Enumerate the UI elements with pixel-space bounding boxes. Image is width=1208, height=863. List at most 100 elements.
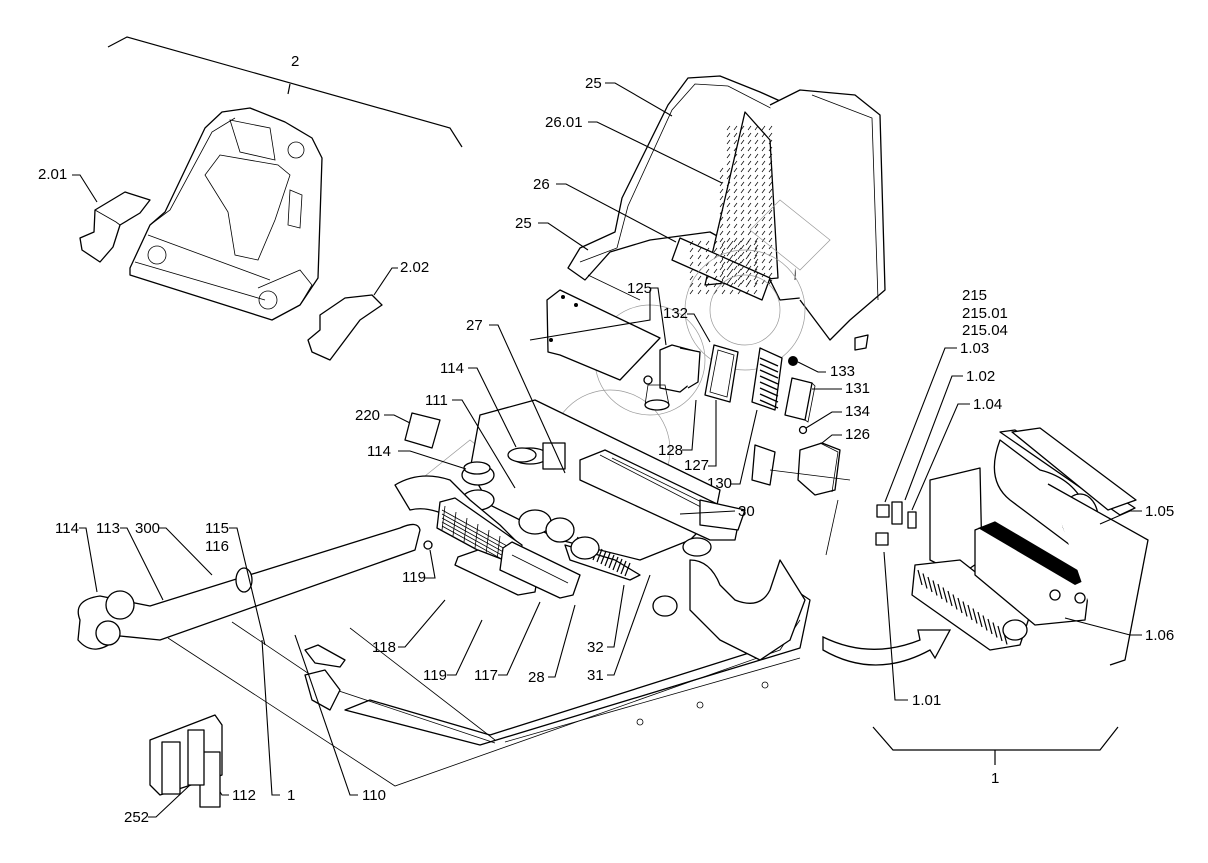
hatch-mark (697, 240, 702, 246)
relay-parts (875, 501, 917, 546)
hatch-mark (733, 237, 738, 243)
callout-1-03: 1.03 (960, 340, 989, 357)
hatch-mark (761, 195, 766, 201)
hatch-mark (719, 244, 724, 250)
callout-110: 110 (362, 787, 386, 804)
hatch-mark (726, 244, 731, 250)
hatch-mark (733, 132, 738, 138)
hatch-mark (705, 282, 710, 288)
hatch-mark (754, 174, 759, 180)
hatch-mark (768, 279, 773, 285)
hatch-mark (721, 254, 726, 260)
hatch-mark (747, 216, 752, 222)
hatch-mark (726, 160, 731, 166)
hatch-mark (719, 181, 724, 187)
callout-32: 32 (587, 639, 604, 656)
callout-2-02: 2.02 (400, 259, 429, 276)
callout-215-01: 215.01 (962, 305, 1008, 322)
bracket-part-2-02 (307, 294, 383, 361)
hatch-mark (689, 282, 694, 288)
hatch-mark (737, 261, 742, 267)
hatch-mark (957, 597, 963, 614)
grille-part-130 (751, 347, 783, 411)
hatch-mark (992, 622, 998, 638)
hatch-mark (729, 275, 734, 281)
hatch-mark (759, 399, 779, 409)
hatch-mark (754, 244, 759, 250)
hatch-mark (768, 209, 773, 215)
hatch-mark (713, 275, 718, 281)
hatch-mark (733, 258, 738, 264)
callout-1-02: 1.02 (966, 368, 995, 385)
hatch-mark (721, 289, 726, 295)
hatch-mark (761, 258, 766, 264)
hatch-mark (747, 209, 752, 215)
hatch-mark (745, 240, 750, 246)
callout-117: 117 (474, 667, 498, 684)
callout-215-04: 215.04 (962, 322, 1008, 339)
hatch-mark (753, 289, 758, 295)
hatch-mark (726, 272, 731, 278)
hatch-mark (745, 254, 750, 260)
hatch-mark (768, 139, 773, 145)
hatch-mark (754, 160, 759, 166)
hatch-mark (761, 132, 766, 138)
hatch-mark (997, 625, 1003, 642)
hatch-mark (620, 560, 627, 575)
air-vent-part-126 (751, 442, 851, 496)
callout-112: 112 (232, 787, 256, 804)
hatch-mark (982, 615, 988, 631)
callout-31: 31 (587, 667, 604, 684)
hatch-mark (747, 174, 752, 180)
hatch-mark (705, 289, 710, 295)
hatch-mark (729, 240, 734, 246)
hatch-mark (733, 167, 738, 173)
hatch-mark (932, 580, 938, 596)
callout-30: 30 (738, 503, 755, 520)
hatch-mark (768, 160, 773, 166)
callout-118: 118 (372, 639, 396, 656)
hatch-mark (733, 188, 738, 194)
hatch-mark (753, 268, 758, 274)
hatch-mark (733, 195, 738, 201)
hatch-mark (740, 279, 745, 285)
backrest-frame-part-25 (567, 75, 886, 341)
filter-part-117 (454, 549, 539, 596)
hatch-mark (754, 181, 759, 187)
hatch-mark (729, 268, 734, 274)
knob-part-133 (788, 356, 798, 366)
hatch-mark (768, 223, 773, 229)
hatch-mark (689, 240, 694, 246)
hatch-mark (729, 261, 734, 267)
callout-131: 131 (845, 380, 870, 397)
hatch-mark (747, 132, 752, 138)
hatch-mark (713, 282, 718, 288)
callout-2: 2 (291, 53, 299, 70)
hatch-mark (754, 216, 759, 222)
hatch-mark (726, 223, 731, 229)
callout-114-top: 114 (440, 360, 464, 377)
hatch-mark (705, 254, 710, 260)
hatch-mark (768, 272, 773, 278)
hatch-mark (719, 216, 724, 222)
hatch-mark (719, 209, 724, 215)
callout-114-left: 114 (55, 520, 79, 537)
filter-part-131 (784, 377, 816, 423)
callout-128: 128 (658, 442, 683, 459)
hatch-mark (719, 223, 724, 229)
clip-part (854, 334, 869, 351)
bracket-part-2-01 (79, 191, 151, 263)
hatch-mark (740, 195, 745, 201)
hatch-mark (740, 139, 745, 145)
hatch-mark (721, 268, 726, 274)
hatch-mark (713, 240, 718, 246)
hatch-mark (759, 393, 779, 403)
hatch-mark (754, 279, 759, 285)
hatch-mark (733, 160, 738, 166)
hatch-mark (768, 237, 773, 243)
hatch-mark (616, 558, 623, 573)
hatch-mark (726, 209, 731, 215)
hatch-mark (754, 125, 759, 131)
hatch-mark (740, 167, 745, 173)
hatch-mark (721, 275, 726, 281)
